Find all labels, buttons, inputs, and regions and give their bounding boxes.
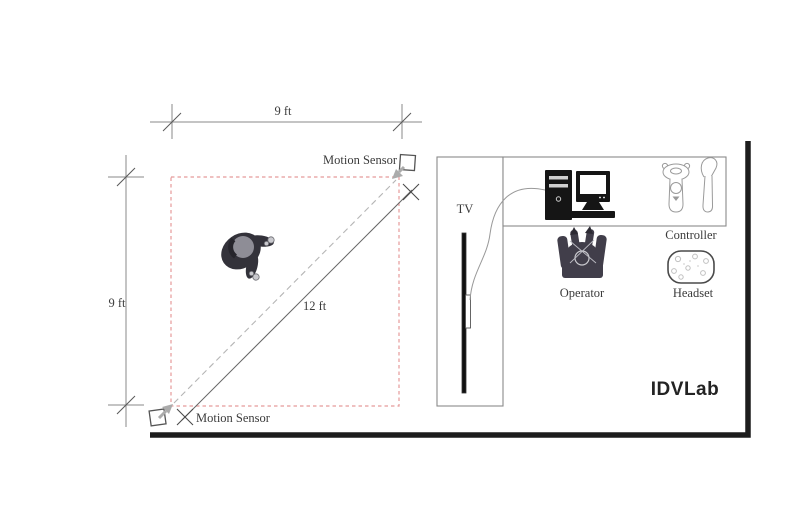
tracked-area-boundary bbox=[170, 176, 400, 407]
dimension-line-left bbox=[108, 155, 144, 427]
controller-icon bbox=[661, 157, 718, 213]
operator-label: Operator bbox=[559, 286, 605, 300]
lab-brand-label: IDVLab bbox=[650, 379, 720, 400]
diagonal-measure-line bbox=[181, 189, 413, 421]
motion-sensor-label-top: Motion Sensor bbox=[323, 153, 397, 167]
x-mark-top-right bbox=[402, 183, 420, 201]
dimension-line-top bbox=[150, 104, 422, 139]
sensor-arrow-bottom bbox=[157, 404, 173, 420]
room-wall bbox=[150, 141, 751, 438]
dimension-top-label: 9 ft bbox=[274, 104, 292, 118]
video-cable bbox=[469, 187, 546, 301]
headset-label: Headset bbox=[672, 286, 714, 300]
headset-icon bbox=[667, 250, 715, 284]
x-mark-bottom-left bbox=[176, 408, 194, 426]
person-icon bbox=[221, 232, 275, 281]
dimension-diagonal-label: 12 ft bbox=[303, 299, 327, 313]
tv-icon bbox=[461, 232, 471, 394]
controller-label: Controller bbox=[665, 228, 717, 242]
computer-icon bbox=[545, 170, 615, 220]
sensor-arrow-top bbox=[392, 165, 406, 179]
diagonal-dashed-line bbox=[173, 179, 397, 404]
tv-label: TV bbox=[456, 202, 474, 216]
tv-zone bbox=[436, 156, 504, 407]
motion-sensor-label-bottom: Motion Sensor bbox=[196, 411, 270, 425]
operator-icon bbox=[557, 226, 607, 278]
dimension-left-label: 9 ft bbox=[108, 296, 126, 310]
